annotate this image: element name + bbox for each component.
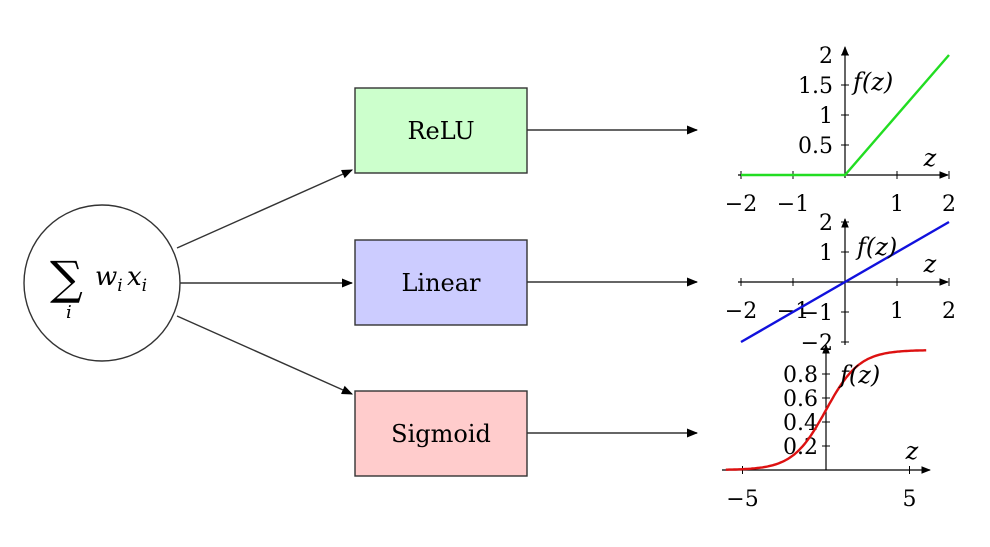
- relu-y-tick-label: 1: [819, 104, 833, 129]
- linear-box: Linear: [354, 239, 528, 326]
- input-symbol: x: [127, 262, 142, 292]
- input-subscript: i: [142, 276, 147, 296]
- relu-y-tick-label: 2: [819, 44, 833, 69]
- linear-x-axis-label: z: [923, 250, 937, 278]
- weight-subscript: i: [117, 276, 122, 296]
- sigmoid-x-axis-label: z: [905, 437, 919, 465]
- relu-x-tick-label: −2: [725, 192, 757, 217]
- linear-curve: [740, 220, 950, 344]
- sigmoid-x-tick-label: −5: [726, 487, 758, 512]
- sigmoid-label: Sigmoid: [391, 420, 491, 448]
- sum-index: i: [66, 302, 72, 323]
- weight-symbol: w: [95, 262, 117, 292]
- relu-curve: [741, 54, 950, 177]
- sum-symbol: ∑: [50, 251, 83, 305]
- relu-box: ReLU: [354, 87, 528, 174]
- edge-to-sigmoid: [176, 315, 354, 395]
- sigmoid-x-tick-label: 5: [903, 487, 917, 512]
- sigmoid-curve: [725, 349, 927, 471]
- linear-y-tick-label: 1: [819, 241, 833, 266]
- linear-y-axis-label: f(z): [855, 233, 897, 261]
- relu-x-axis-label: z: [923, 144, 937, 172]
- relu-x-tick-label: 1: [890, 192, 904, 217]
- relu-y-tick-label: 0.5: [798, 134, 833, 159]
- relu-y-tick-label: 1.5: [798, 74, 833, 99]
- relu-x-tick-label: −1: [777, 192, 809, 217]
- linear-x-tick-label: 2: [942, 299, 956, 324]
- input-term: xi: [127, 262, 147, 296]
- weight-term: wi: [95, 262, 123, 296]
- linear-label: Linear: [401, 269, 481, 297]
- sigmoid-box: Sigmoid: [354, 390, 528, 477]
- relu-x-tick-label: 2: [942, 192, 956, 217]
- relu-rect: [354, 87, 528, 174]
- neuron-node: ∑ i wi xi: [23, 204, 181, 362]
- relu-label: ReLU: [407, 117, 474, 145]
- sigmoid-y-tick-label: 0.8: [783, 363, 818, 388]
- relu-y-axis-label: f(z): [851, 68, 893, 96]
- linear-rect: [354, 239, 528, 326]
- linear-y-tick-label: 2: [819, 211, 833, 236]
- sigmoid-y-tick-label: 0.6: [783, 387, 818, 412]
- linear-x-tick-label: 1: [890, 299, 904, 324]
- sigmoid-y-axis-label: f(z): [838, 361, 880, 389]
- linear-x-tick-label: −2: [725, 299, 757, 324]
- edge-to-relu: [176, 169, 354, 249]
- linear-y-tick-label: −2: [801, 331, 833, 356]
